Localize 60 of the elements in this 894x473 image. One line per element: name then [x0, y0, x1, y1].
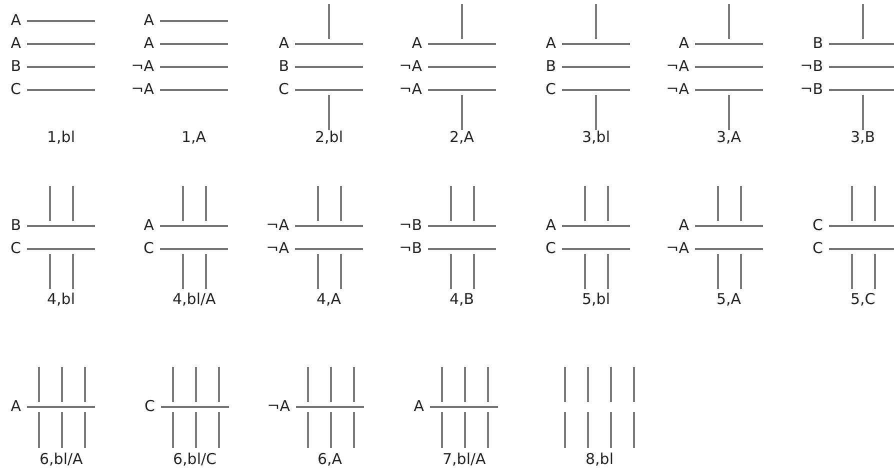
diagram-caption: 1,bl — [47, 129, 76, 146]
variable-label: A — [278, 35, 289, 52]
variable-label: ¬B — [399, 217, 422, 234]
variable-label: C — [10, 240, 21, 257]
variable-label: ¬A — [131, 81, 154, 98]
diagram-caption: 1,A — [182, 129, 206, 146]
variable-label: C — [546, 240, 556, 257]
variable-label: A — [144, 35, 154, 52]
diagram-caption: 6,bl/C — [173, 451, 217, 468]
variable-label: C — [10, 81, 21, 98]
variable-label: A — [10, 398, 21, 415]
variable-label: ¬B — [399, 240, 422, 257]
diagram-caption: 4,A — [316, 291, 342, 308]
variable-label: ¬A — [399, 81, 422, 98]
variable-label: A — [678, 217, 689, 234]
variable-label: A — [10, 12, 21, 29]
variable-label: ¬A — [266, 240, 289, 257]
diagram-caption: 5,A — [716, 291, 742, 308]
diagram-caption: 5,bl — [582, 291, 610, 308]
variable-label: ¬A — [267, 398, 290, 415]
diagram-caption: 6,A — [318, 451, 342, 468]
variable-label: ¬A — [131, 58, 154, 75]
diagram-caption: 6,bl/A — [40, 451, 83, 468]
diagram-caption: 7,bl/A — [442, 451, 486, 468]
variable-label: ¬A — [666, 58, 689, 75]
variable-label: A — [414, 398, 424, 415]
variable-label: ¬B — [800, 81, 823, 98]
diagram-caption: 4,bl/A — [172, 291, 216, 308]
variable-label: C — [144, 398, 155, 415]
variable-label: A — [144, 217, 154, 234]
diagram-caption: 3,B — [850, 129, 876, 146]
variable-label: ¬B — [800, 58, 823, 75]
variable-label: C — [812, 217, 823, 234]
variable-label: A — [144, 12, 154, 29]
variable-label: A — [412, 35, 422, 52]
diagram-caption: 2,A — [450, 129, 474, 146]
variable-label: C — [546, 81, 556, 98]
variable-label: C — [144, 240, 154, 257]
variable-label: ¬A — [666, 81, 689, 98]
diagram-caption: 5,C — [850, 291, 876, 308]
variable-label: B — [10, 58, 21, 75]
variable-label: A — [546, 217, 556, 234]
diagram-caption: 2,bl — [315, 129, 344, 146]
variable-label: A — [546, 35, 556, 52]
variable-label: B — [546, 58, 556, 75]
variable-label: ¬A — [399, 58, 422, 75]
variable-label: ¬A — [666, 240, 689, 257]
variable-label: B — [278, 58, 289, 75]
variable-label: C — [278, 81, 289, 98]
variable-label: A — [10, 35, 21, 52]
diagram-caption: 4,B — [450, 291, 474, 308]
variable-label: A — [678, 35, 689, 52]
variable-label: ¬A — [266, 217, 289, 234]
variable-label: C — [812, 240, 823, 257]
diagram-caption: 4,bl — [47, 291, 76, 308]
variable-label: B — [10, 217, 21, 234]
diagram-caption: 3,bl — [582, 129, 610, 146]
variable-label: B — [812, 35, 823, 52]
diagram-caption: 8,bl — [586, 451, 614, 468]
diagram-caption: 3,A — [716, 129, 742, 146]
